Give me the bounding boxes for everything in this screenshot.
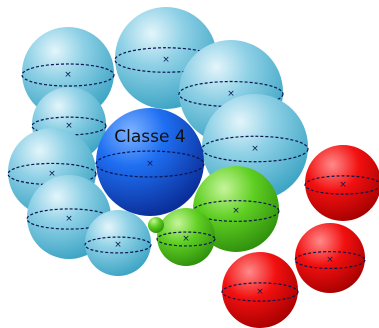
sphere-center-mark: × — [48, 169, 56, 179]
sphere-center-mark: × — [162, 55, 170, 65]
red-sphere: × — [305, 145, 379, 221]
sphere-center-mark: × — [182, 234, 190, 244]
sphere-center-mark: × — [65, 214, 73, 224]
sphere-center-mark: × — [326, 255, 334, 265]
sphere-center-mark: × — [339, 180, 347, 190]
sphere-body — [148, 217, 164, 233]
spheres-layer: × × × × × × × × × × × × × × — [8, 7, 379, 328]
green-sphere — [148, 217, 164, 233]
green-sphere: × — [157, 208, 215, 266]
sphere-center-mark: × — [146, 159, 154, 169]
sphere-center-mark: × — [256, 287, 264, 297]
sphere-center-mark: × — [64, 70, 72, 80]
light-blue-sphere: × — [85, 210, 151, 276]
red-sphere: × — [295, 223, 365, 293]
sphere-center-mark: × — [227, 89, 235, 99]
blue-sphere: × — [96, 108, 204, 216]
red-sphere: × — [222, 252, 298, 328]
sphere-center-mark: × — [232, 206, 240, 216]
sphere-center-mark: × — [65, 121, 73, 131]
sphere-center-mark: × — [114, 240, 122, 250]
class-label: Classe 4 — [114, 127, 185, 147]
sphere-center-mark: × — [251, 144, 259, 154]
